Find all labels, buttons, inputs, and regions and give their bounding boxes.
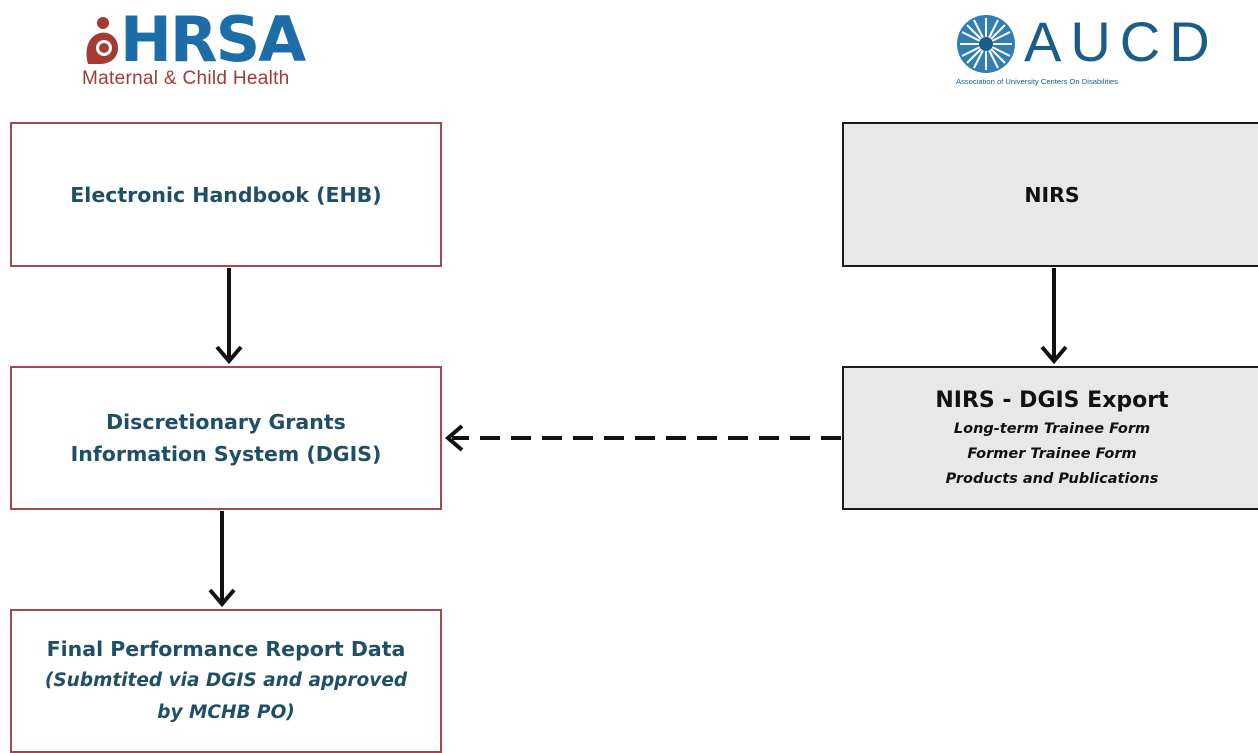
arrow-dgis-to-fpr (208, 511, 236, 608)
aucd-subtitle: Association of University Centers On Dis… (956, 77, 1119, 86)
hrsa-wordmark: HRSA (120, 3, 306, 76)
arrow-export-to-dgis-dashed (444, 424, 841, 452)
node-export-item: Long-term Trainee Form (953, 420, 1151, 437)
node-final-performance-report: Final Performance Report Data (Submtited… (10, 609, 442, 753)
node-fpr-title: Final Performance Report Data (46, 637, 406, 661)
node-fpr-note-line1: (Submtited via DGIS and approved (44, 670, 408, 691)
mother-child-icon (86, 17, 118, 64)
hrsa-logo: HRSA Maternal & Child Health (80, 3, 380, 96)
starburst-globe-icon (957, 15, 1015, 73)
aucd-logo: AUCD Association of University Centers O… (952, 8, 1210, 93)
node-nirs-title: NIRS (1024, 182, 1080, 207)
node-nirs-dgis-export: NIRS - DGIS Export Long-term Trainee For… (842, 366, 1258, 510)
aucd-wordmark: AUCD (1024, 10, 1219, 73)
hrsa-subtitle: Maternal & Child Health (82, 68, 290, 89)
node-export-item: Former Trainee Form (967, 445, 1137, 462)
node-export-title: NIRS - DGIS Export (935, 387, 1169, 413)
node-dgis-title-line1: Discretionary Grants (106, 410, 346, 434)
node-dgis-title-line2: Information System (DGIS) (70, 442, 382, 466)
arrow-ehb-to-dgis (215, 268, 243, 365)
arrow-nirs-to-export (1040, 268, 1068, 365)
node-export-item: Products and Publications (945, 470, 1159, 487)
node-dgis: Discretionary Grants Information System … (10, 366, 442, 510)
node-nirs: NIRS (842, 122, 1258, 267)
node-electronic-handbook: Electronic Handbook (EHB) (10, 122, 442, 267)
node-ehb-title: Electronic Handbook (EHB) (70, 182, 382, 207)
node-fpr-note-line2: by MCHB PO) (157, 702, 295, 723)
